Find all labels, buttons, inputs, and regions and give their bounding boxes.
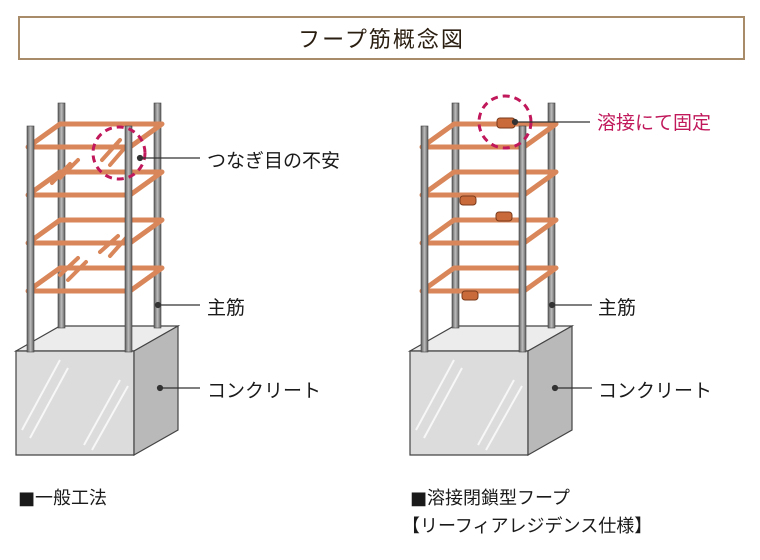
weld-points xyxy=(459,117,516,301)
leader-lines-left xyxy=(136,154,200,392)
label-concrete-left: コンクリート xyxy=(207,380,322,402)
leader-lines-right xyxy=(511,118,592,392)
hoop-hooks-left xyxy=(50,138,130,282)
title-frame: フープ筋概念図 xyxy=(18,16,745,60)
main-rebars-front-right xyxy=(420,125,527,353)
label-concrete-right: コンクリート xyxy=(598,380,713,402)
concrete-block-left xyxy=(13,324,181,457)
concrete-block-right xyxy=(407,324,575,457)
hoops-right xyxy=(419,121,559,294)
caption-conventional: ■一般工法 xyxy=(18,488,108,509)
caption-welded: ■溶接閉鎖型フープ xyxy=(410,488,570,509)
label-main-rebar-left: 主筋 xyxy=(207,297,246,319)
joint-highlight-circle xyxy=(91,125,147,181)
label-joint-unstable: つなぎ目の不安 xyxy=(207,150,341,172)
welded-column xyxy=(407,94,592,457)
caption-specification: 【リーフィアレジデンス仕様】 xyxy=(402,516,653,537)
main-rebars-back-left xyxy=(57,102,162,329)
conventional-column xyxy=(13,102,200,457)
hoops-left xyxy=(25,121,165,294)
main-rebars-back-right xyxy=(451,102,556,329)
diagram-title: フープ筋概念図 xyxy=(298,28,465,53)
label-welded-fixed: 溶接にて固定 xyxy=(597,112,712,134)
main-rebars-front-left xyxy=(26,125,133,353)
label-main-rebar-right: 主筋 xyxy=(598,297,637,319)
